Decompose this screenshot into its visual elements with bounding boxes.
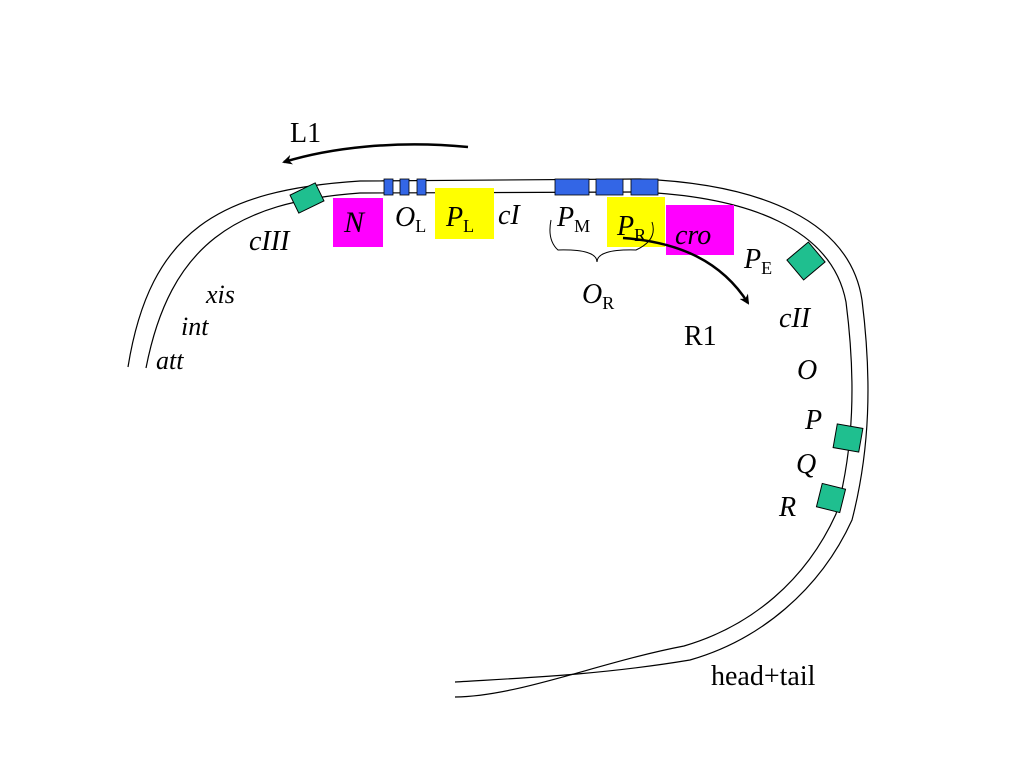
operator-site-OR3 — [554, 178, 590, 196]
transcript-label-R1: R1 — [684, 321, 717, 352]
transcript-L1-arrow — [282, 143, 469, 165]
gene-label-cro: cro — [675, 220, 711, 251]
promoter-label-PM: PM — [556, 202, 590, 236]
gene-box-N — [333, 198, 383, 247]
terminator-tL1 — [289, 182, 325, 214]
gene-label-int: int — [181, 312, 209, 341]
promoter-label-PR: PR — [616, 211, 646, 245]
promoter-label-PE: PE — [743, 244, 772, 278]
promoter-PL-main: P — [445, 202, 463, 233]
transcript-label-L1: L1 — [290, 118, 321, 149]
operator-OR-sub: R — [602, 293, 614, 313]
promoter-PR-sub: R — [634, 225, 646, 245]
gene-box-cro — [666, 205, 734, 255]
gene-label-cIII: cIII — [249, 226, 291, 257]
dna-strand-outer — [127, 178, 869, 683]
gene-label-Q: Q — [796, 449, 816, 480]
gene-label-O: O — [797, 355, 817, 386]
promoter-PM-sub: M — [574, 216, 590, 236]
gene-label-R: R — [778, 492, 796, 523]
gene-label-xis: xis — [205, 280, 235, 309]
gene-label-cII: cII — [779, 303, 812, 334]
operator-site-OR1 — [630, 178, 659, 196]
terminator-tR3 — [815, 482, 847, 514]
promoter-PM-main: P — [556, 202, 574, 233]
operator-OL-sub: L — [415, 216, 426, 236]
operator-OR-main: O — [582, 279, 602, 310]
operator-site-OL3 — [416, 178, 427, 196]
promoter-label-PL: PL — [445, 202, 474, 236]
operator-site-OL2 — [399, 178, 410, 196]
terminator-tR2 — [832, 423, 864, 453]
dna-strand-inner — [145, 191, 853, 698]
gene-label-cI: cI — [498, 200, 521, 231]
operator-OL-main: O — [395, 202, 415, 233]
operator-label-OL: OL — [395, 202, 426, 236]
operator-label-OR: OR — [582, 279, 614, 313]
operator-site-OL1 — [383, 178, 394, 196]
operator-OR-brace — [549, 219, 654, 263]
promoter-PL-sub: L — [463, 216, 474, 236]
promoter-PE-sub: E — [761, 258, 772, 278]
gene-label-P: P — [804, 405, 822, 436]
gene-label-N: N — [343, 206, 366, 239]
promoter-PR-main: P — [616, 211, 634, 242]
operator-site-OR2 — [595, 178, 624, 196]
terminator-tR1 — [786, 241, 826, 281]
transcript-R1-arrow — [622, 236, 750, 305]
gene-label-att: att — [156, 346, 184, 375]
promoter-PE-main: P — [743, 244, 761, 275]
promoter-box-PL — [435, 188, 494, 239]
gene-label-head-tail: head+tail — [711, 661, 816, 692]
